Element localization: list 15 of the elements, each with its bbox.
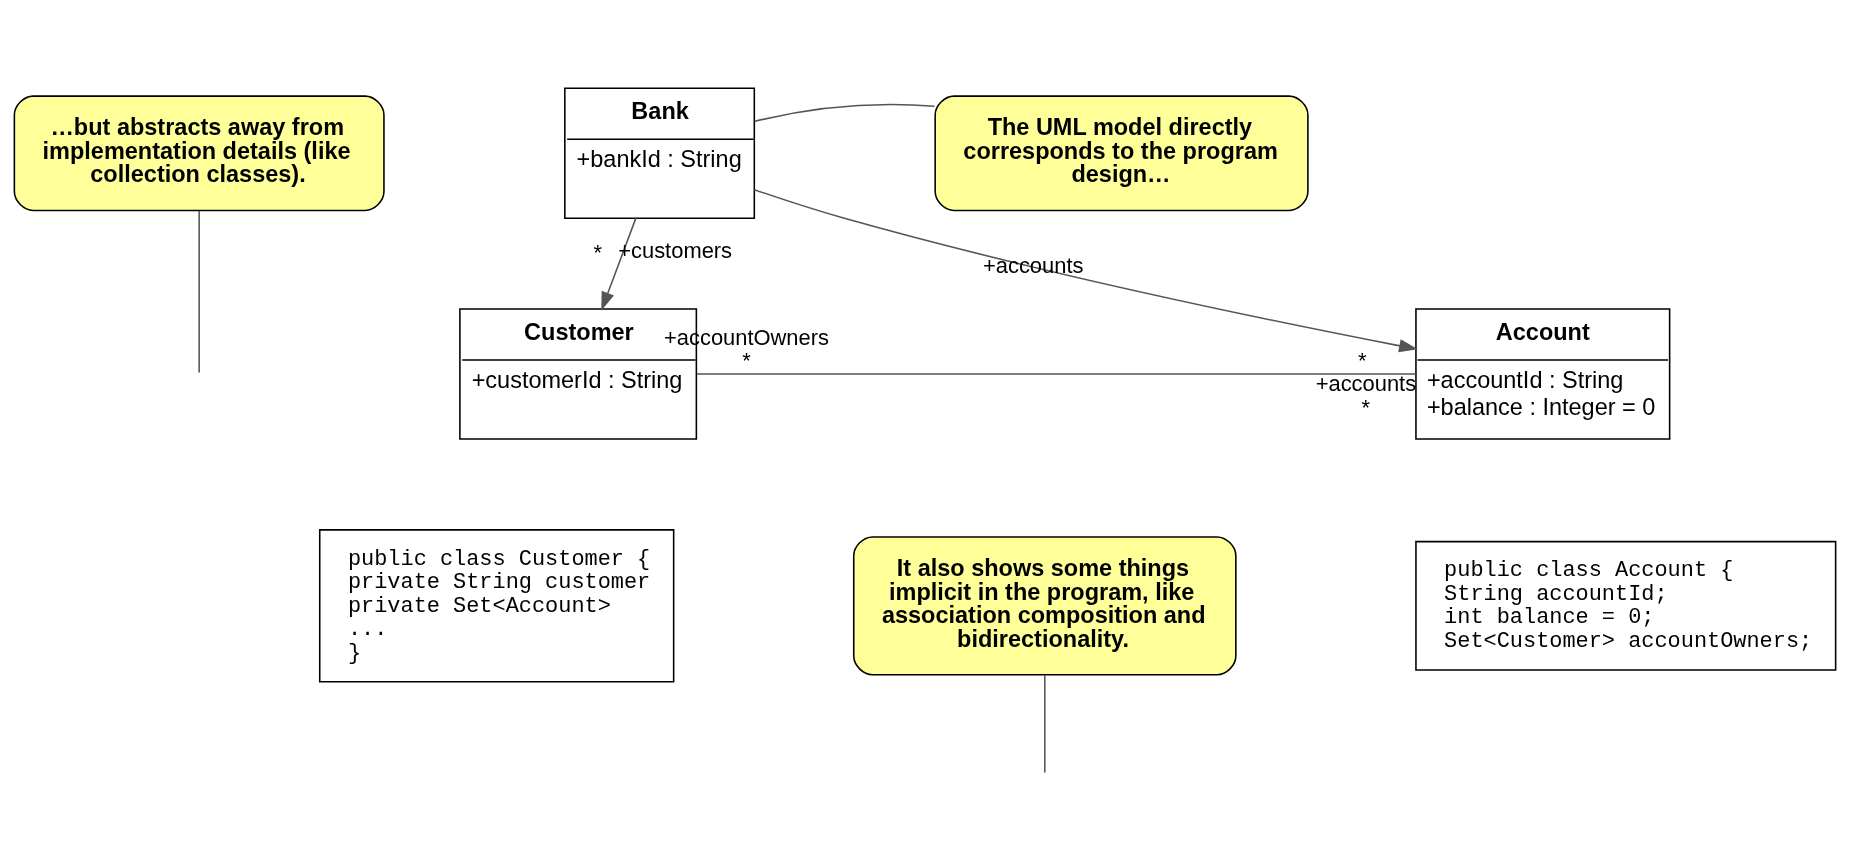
node-box: public class Customer { private String customer private Set<Account> ... } [318,528,675,683]
label: * [742,347,751,373]
node-box: The UML model directly corresponds to the program design… [934,94,1309,211]
label: * [1361,394,1371,420]
label: * [1358,347,1367,373]
node-box: It also shows some things implicit in the program, like association composition and bidirectionality. [852,535,1237,675]
arrow [753,188,1418,352]
connector [198,209,200,373]
connector [696,372,1417,375]
arrow [601,217,637,311]
connector [753,103,936,122]
connector [1044,673,1046,773]
node-box: …but abstracts away from implementation details (like collection classes). [13,94,385,211]
node-box: public class Account { String accountId; int balance = 0; Set<Customer> accountOwners; [1415,540,1837,671]
label: * [593,239,603,265]
